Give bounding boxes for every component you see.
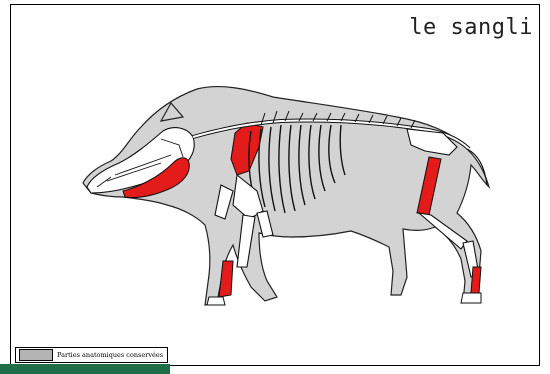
fore-hoof: [207, 297, 225, 305]
figure-frame: le sangli: [10, 4, 540, 366]
hind-hoof: [461, 293, 481, 303]
hind-metapodial-preserved: [471, 267, 481, 293]
legend-swatch: [19, 349, 53, 361]
legend-box: Parties anatomiques conservées: [15, 347, 168, 363]
boar-skeleton-diagram: [11, 5, 540, 366]
legend-label: Parties anatomiques conservées: [57, 351, 163, 359]
bottom-accent-bar: [0, 364, 170, 374]
